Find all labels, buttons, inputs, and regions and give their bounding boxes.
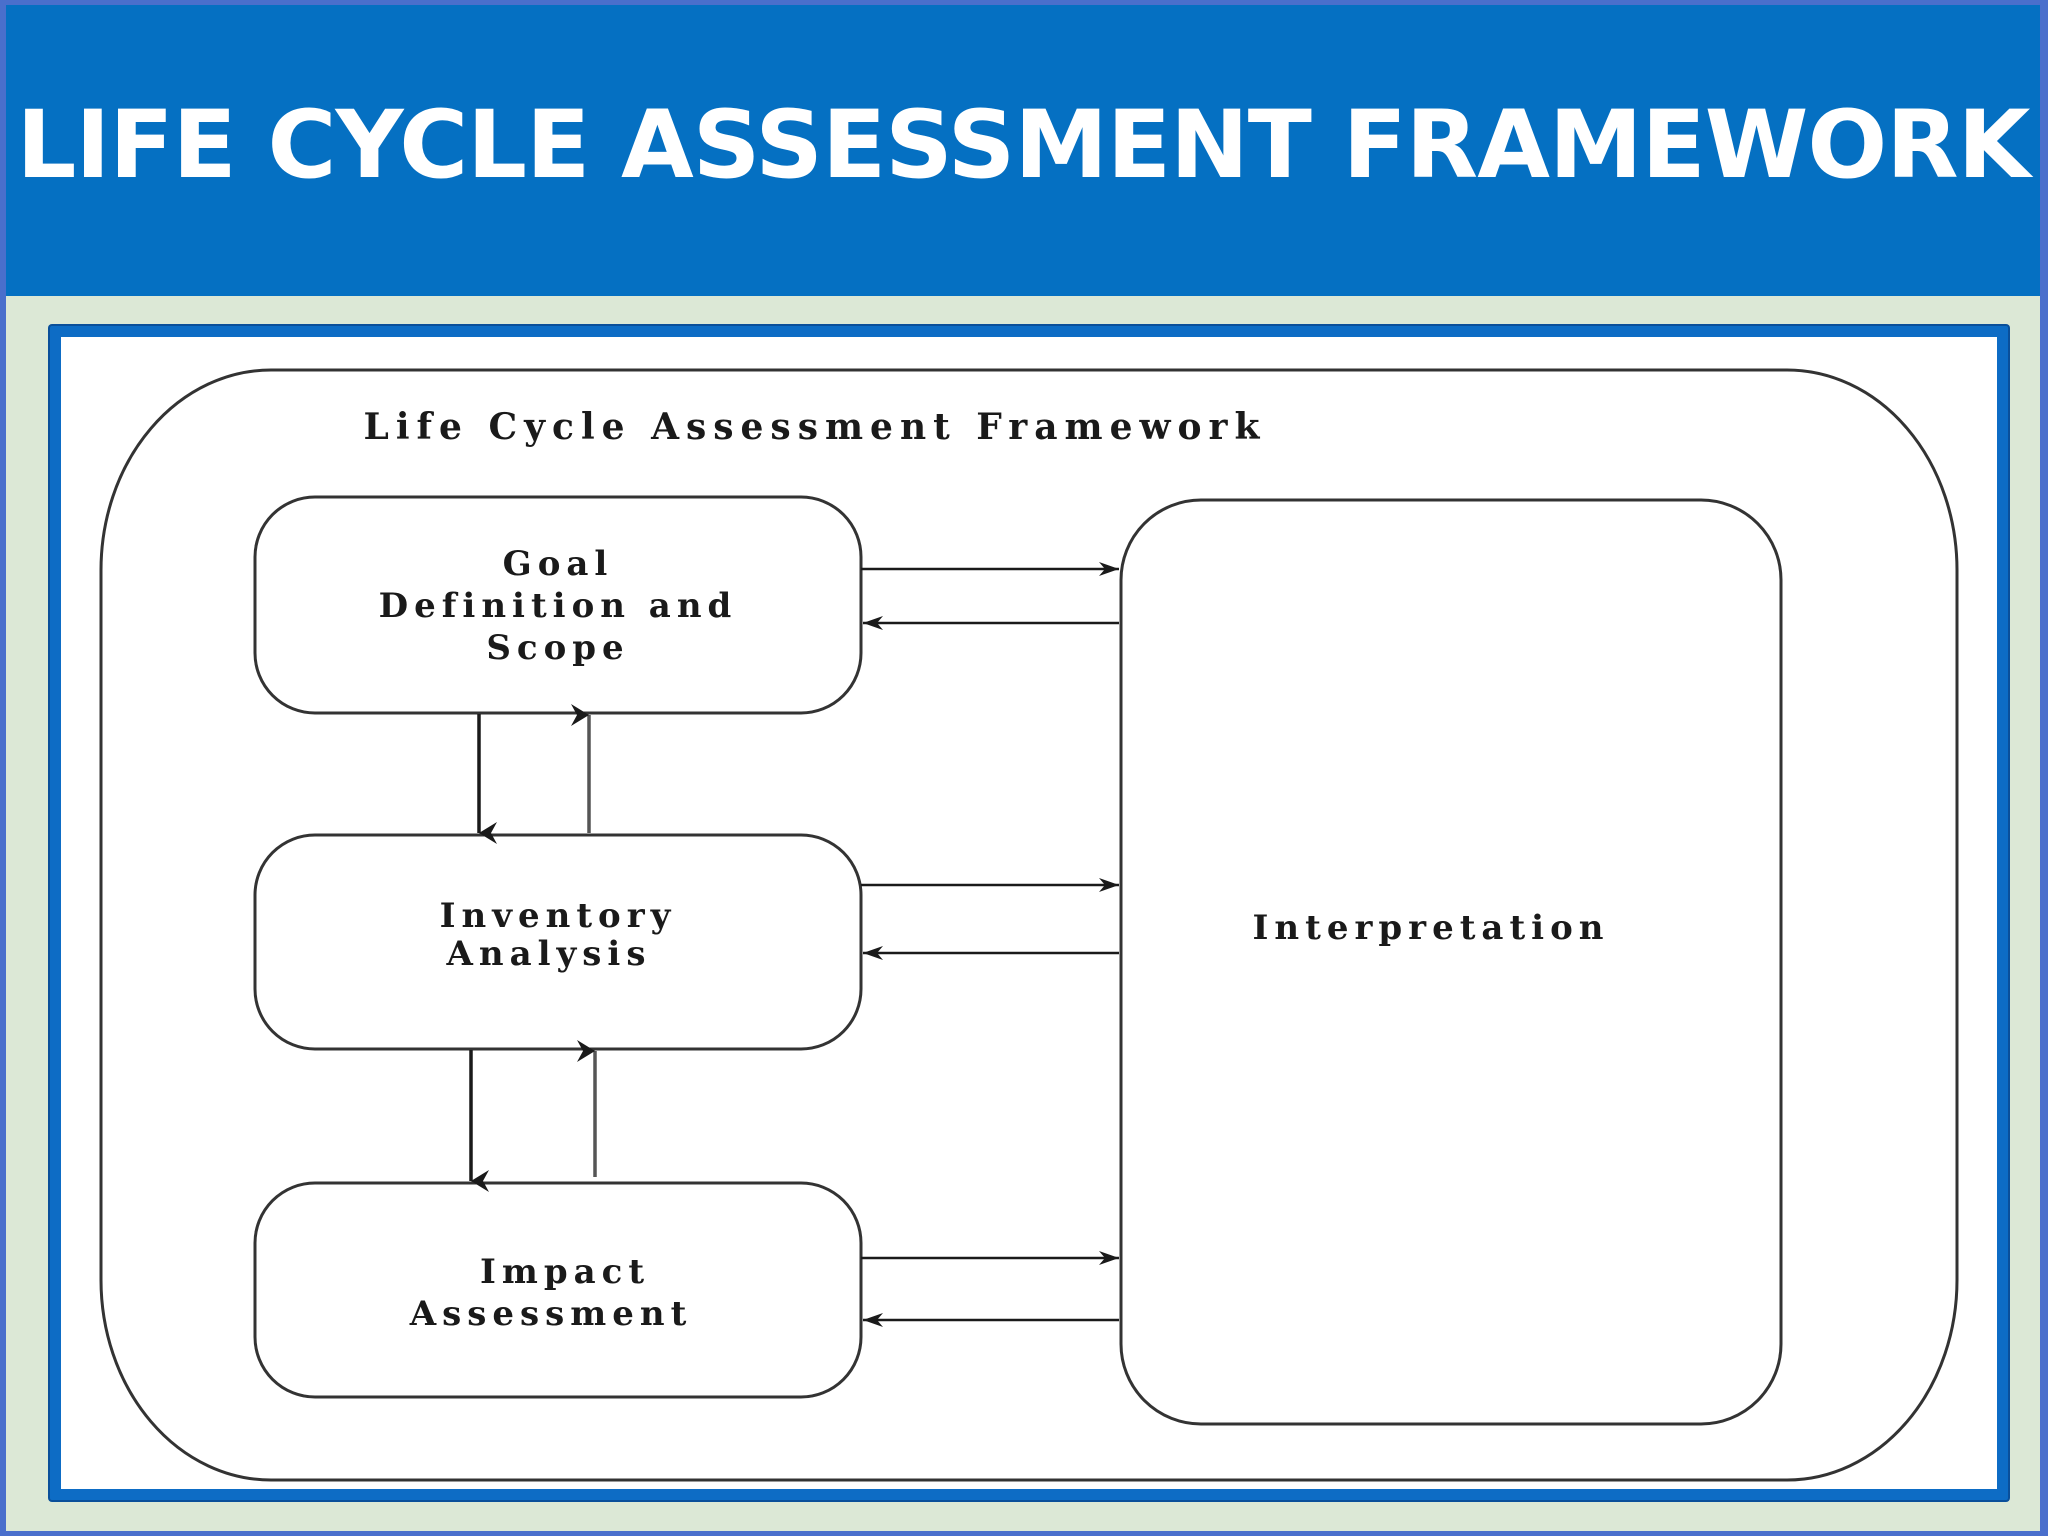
goal-definition-box (253, 495, 863, 715)
goal-label-line1: Goal (503, 544, 614, 584)
slide: LIFE CYCLE ASSESSMENT FRAMEWORK Life Cyc… (6, 5, 2040, 1531)
impact-label-line1: Impact (480, 1252, 650, 1292)
lca-diagram: Life Cycle Assessment Framework Goal Def… (99, 368, 1959, 1482)
interpretation-box (1119, 498, 1783, 1426)
goal-label-line3: Scope (486, 628, 629, 668)
diagram-frame: Life Cycle Assessment Framework Goal Def… (50, 326, 2008, 1500)
title-bar: LIFE CYCLE ASSESSMENT FRAMEWORK (6, 5, 2040, 296)
diagram-heading: Life Cycle Assessment Framework (364, 406, 1267, 448)
slide-title: LIFE CYCLE ASSESSMENT FRAMEWORK (16, 91, 2030, 200)
goal-label-line2: Definition and (379, 586, 738, 626)
interpretation-label: Interpretation (1253, 908, 1610, 948)
inventory-analysis-box (253, 833, 863, 1051)
inventory-label-line2: Analysis (445, 934, 651, 974)
outer-boundary (99, 368, 1959, 1482)
impact-label-line2: Assessment (409, 1294, 693, 1334)
impact-assessment-box (253, 1181, 863, 1399)
inventory-label-line1: Inventory (440, 896, 677, 936)
